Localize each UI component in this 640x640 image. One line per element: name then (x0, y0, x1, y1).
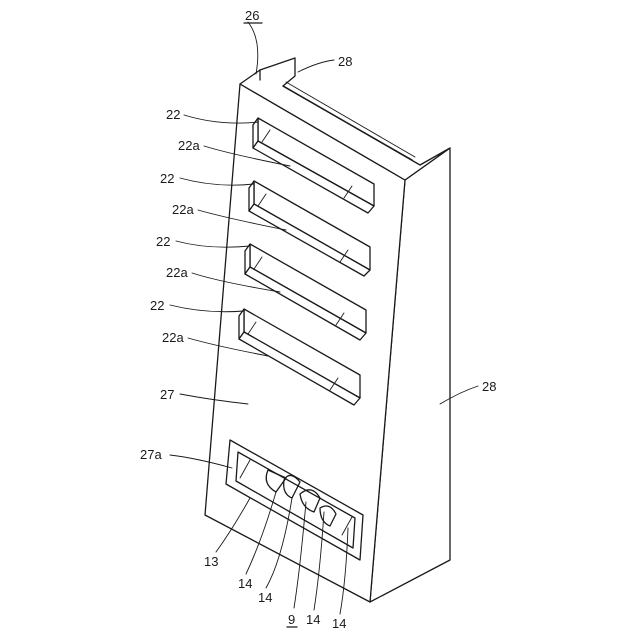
label-9: 9 (288, 612, 295, 627)
label-22-3: 22 (156, 234, 170, 249)
label-22a-3: 22a (166, 265, 188, 280)
label-22-4: 22 (150, 298, 164, 313)
label-22-1: 22 (166, 107, 180, 122)
label-27a: 27a (140, 447, 162, 462)
label-14-1: 14 (238, 576, 252, 591)
label-28-top: 28 (338, 54, 352, 69)
label-27: 27 (160, 387, 174, 402)
label-22-2: 22 (160, 171, 174, 186)
label-22a-1: 22a (178, 138, 200, 153)
label-14-2: 14 (258, 590, 272, 605)
label-22a-4: 22a (162, 330, 184, 345)
label-14-3: 14 (306, 612, 320, 627)
label-14-4: 14 (332, 616, 346, 631)
label-13: 13 (204, 554, 218, 569)
label-26: 26 (245, 8, 259, 23)
label-28-side: 28 (482, 379, 496, 394)
label-22a-2: 22a (172, 202, 194, 217)
